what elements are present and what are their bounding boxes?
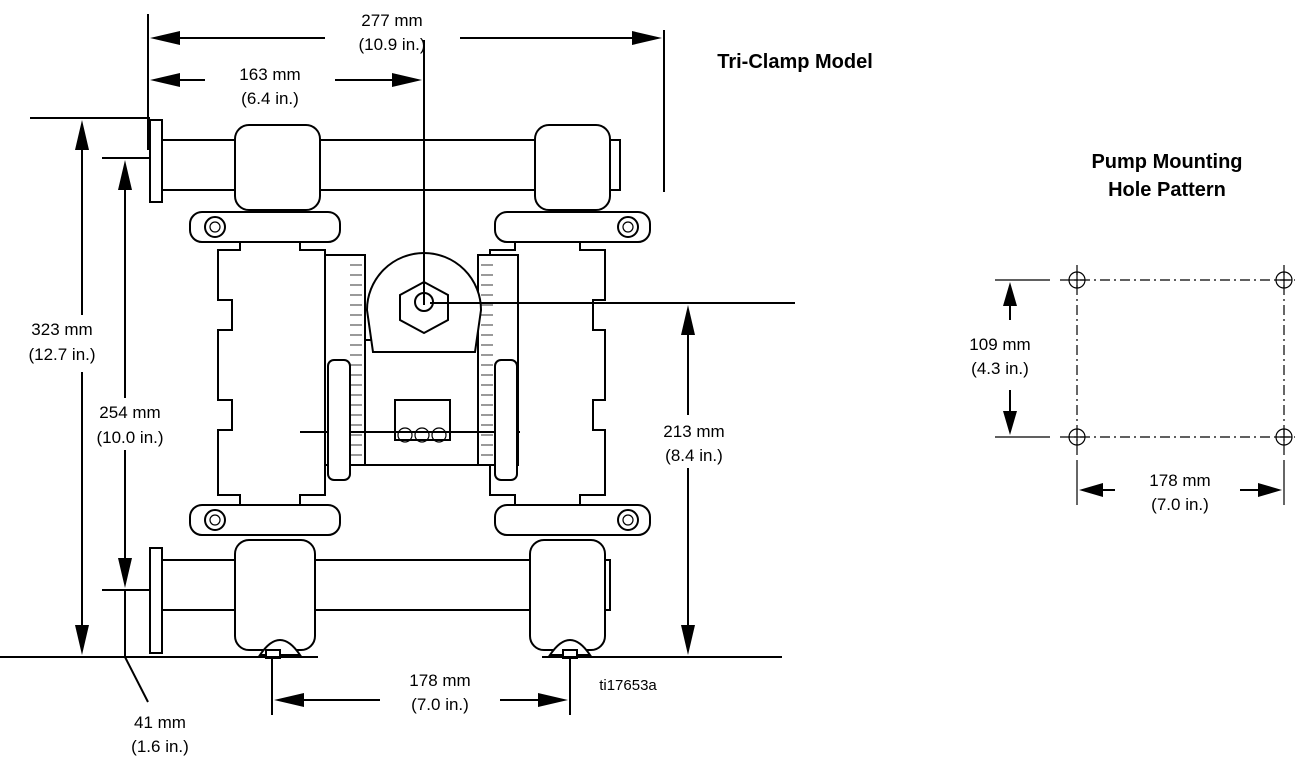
port-1	[397, 427, 413, 443]
shaft-left	[327, 359, 351, 481]
clamp-band-bottom-right	[494, 504, 651, 536]
air-valve-block	[394, 399, 451, 441]
inlet-elbow-left	[234, 539, 316, 651]
clamp-band-top-left	[189, 211, 341, 243]
hole-pattern	[995, 265, 1295, 505]
center-width-in: (6.4 in.)	[241, 89, 299, 108]
overall-width-mm: 277 mm	[361, 11, 422, 30]
hole-vertical-in: (4.3 in.)	[971, 359, 1029, 378]
outlet-clamp-flange	[149, 119, 163, 203]
dimension-lines	[0, 14, 795, 715]
mounting-hole-tr	[1275, 271, 1293, 289]
fluid-cover-left	[217, 224, 326, 521]
mounting-hole-tl	[1068, 271, 1086, 289]
pump-body	[149, 119, 651, 659]
inlet-height-mm: 254 mm	[99, 403, 160, 422]
pattern-title-line2: Hole Pattern	[1108, 179, 1226, 201]
inlet-height-in: (10.0 in.)	[96, 428, 163, 447]
shaft-right	[494, 359, 518, 481]
clamp-knob-tr	[617, 216, 639, 238]
mounting-hole-br	[1275, 428, 1293, 446]
clamp-band-bottom-left	[189, 504, 341, 536]
hole-horizontal-in: (7.0 in.)	[1151, 495, 1209, 514]
diaphragm-hatching-right	[481, 264, 493, 456]
foot-spacing-in: (7.0 in.)	[411, 695, 469, 714]
clamp-knob-tl	[204, 216, 226, 238]
overall-height-in: (12.7 in.)	[28, 345, 95, 364]
clamp-knob-tr-inner	[622, 221, 634, 233]
outlet-height-mm: 41 mm	[134, 713, 186, 732]
port-2	[414, 427, 430, 443]
foot-right	[548, 639, 592, 656]
clamp-knob-br	[617, 509, 639, 531]
overall-width-in: (10.9 in.)	[358, 35, 425, 54]
clamp-band-top-right	[494, 211, 651, 243]
outlet-height-in: (1.6 in.)	[131, 737, 189, 756]
port-3	[431, 427, 447, 443]
clamp-knob-bl-inner	[209, 514, 221, 526]
overall-height-mm: 323 mm	[31, 320, 92, 339]
mounting-hole-bl	[1068, 428, 1086, 446]
air-inlet-height-in: (8.4 in.)	[665, 446, 723, 465]
outlet-elbow-right	[534, 124, 611, 211]
figure-id: ti17653a	[599, 677, 657, 694]
hole-vertical-mm: 109 mm	[969, 335, 1030, 354]
clamp-knob-bl	[204, 509, 226, 531]
outlet-elbow-left	[234, 124, 321, 211]
center-width-mm: 163 mm	[239, 65, 300, 84]
pattern-title-line1: Pump Mounting	[1091, 151, 1242, 173]
inlet-clamp-flange	[149, 547, 163, 654]
hole-horizontal-mm: 178 mm	[1149, 471, 1210, 490]
clamp-knob-tl-inner	[209, 221, 221, 233]
clamp-knob-br-inner	[622, 514, 634, 526]
diaphragm-hatching-left	[350, 264, 362, 456]
model-title: Tri-Clamp Model	[717, 51, 873, 73]
inlet-elbow-right	[529, 539, 606, 651]
foot-spacing-mm: 178 mm	[409, 671, 470, 690]
air-inlet-height-mm: 213 mm	[663, 422, 724, 441]
